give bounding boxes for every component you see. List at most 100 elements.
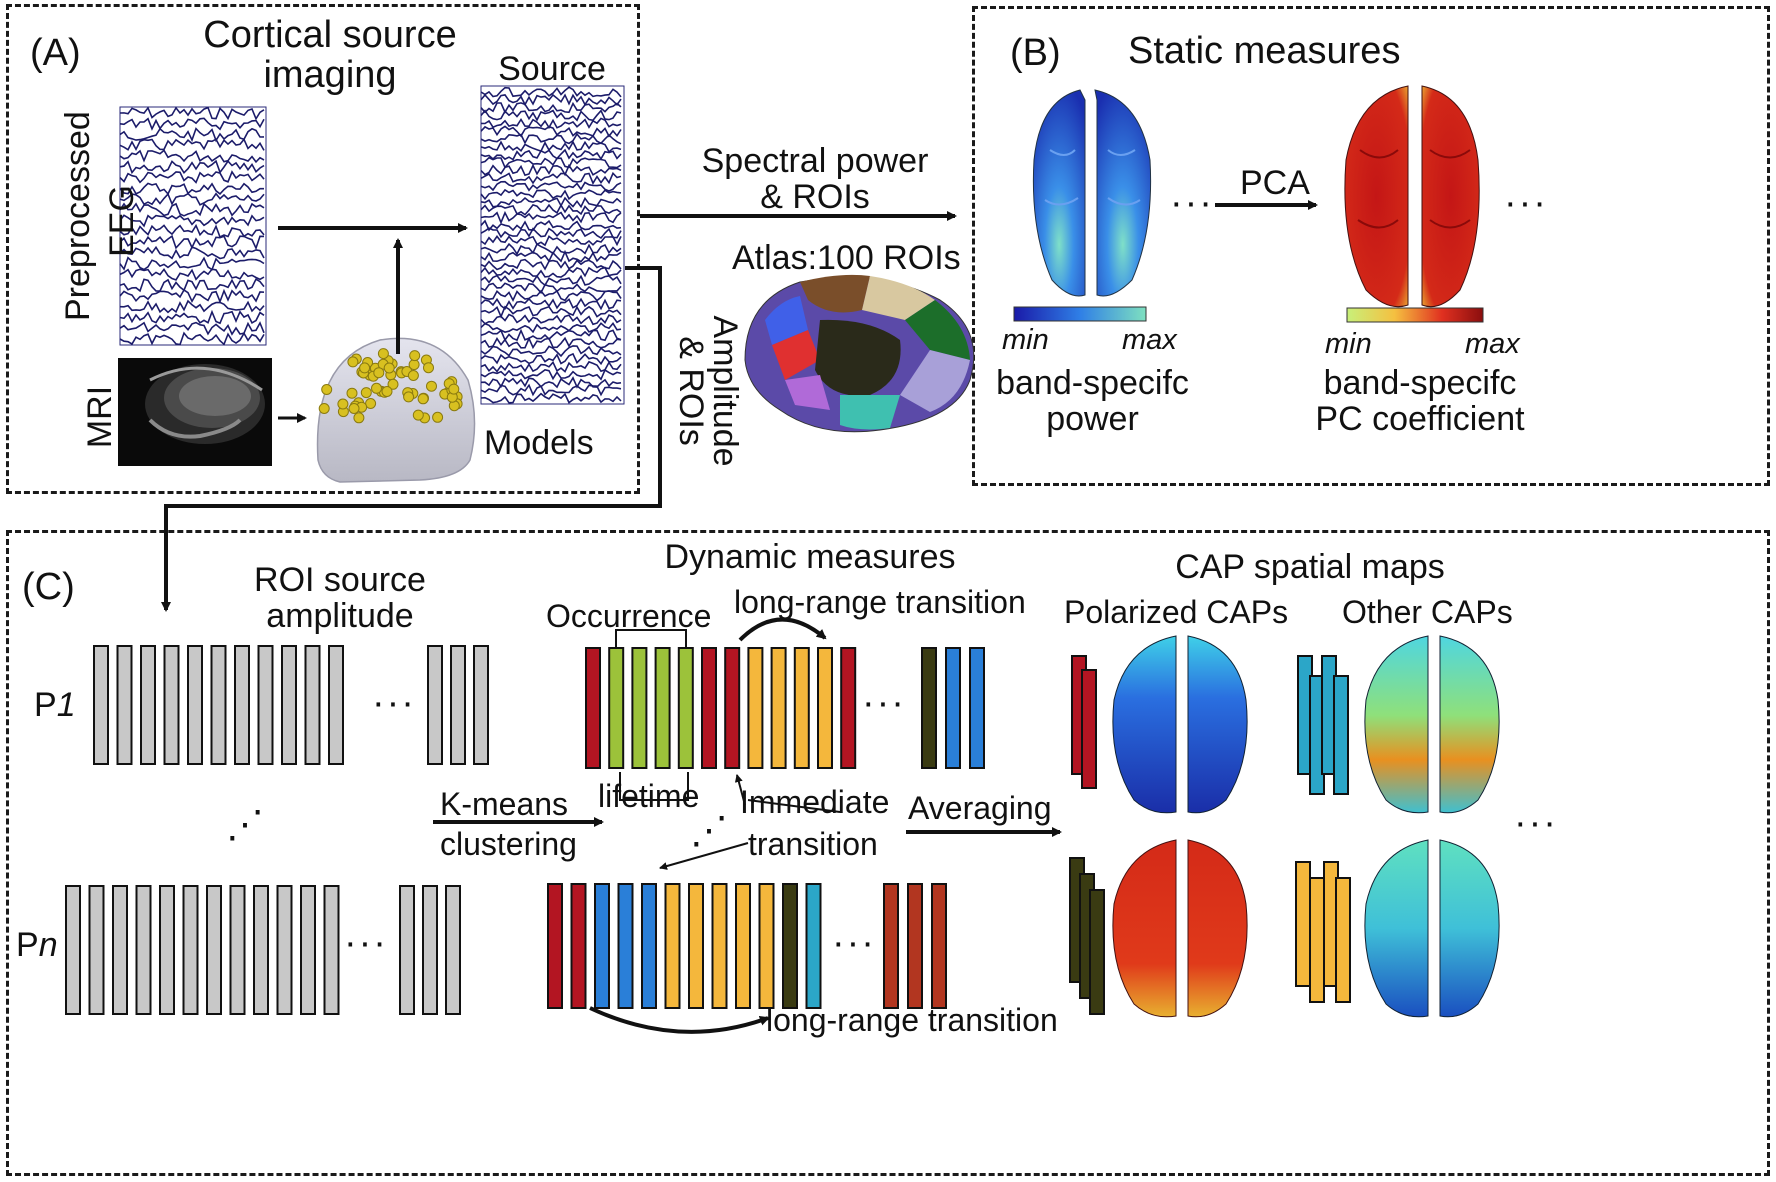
trace-line <box>480 109 622 122</box>
panel-a <box>6 4 640 494</box>
roi-bar <box>234 645 250 765</box>
state-bar <box>631 647 648 769</box>
state-bar <box>921 647 937 769</box>
trace-line <box>480 392 622 404</box>
trace-line <box>119 202 265 217</box>
roi-bar <box>450 645 466 765</box>
eeg-label-line2: EEG <box>103 185 141 257</box>
roi-bar <box>135 885 152 1015</box>
long-range-top-arc <box>738 617 827 642</box>
roi-bar <box>276 885 293 1015</box>
mri-label: MRI <box>81 385 119 449</box>
p1-label: P1 <box>34 688 76 722</box>
state-bar <box>677 647 694 769</box>
state-bar <box>594 883 610 1009</box>
p1-ellipsis: ··· <box>372 682 416 724</box>
electrode <box>381 386 393 397</box>
cbar1-max: max <box>1122 324 1177 356</box>
pc-label-line2: PC coefficient <box>1315 400 1525 438</box>
trace-line <box>119 268 265 281</box>
colorbar-pc <box>1346 307 1484 323</box>
long-range-bottom-label: long-range transition <box>766 1002 1058 1038</box>
roi-bar <box>206 885 222 1015</box>
trace-line <box>119 117 265 131</box>
state-bar <box>735 883 751 1009</box>
eeg-label-line1: Preprocessed <box>59 111 97 321</box>
source-traces <box>480 85 625 405</box>
roi-bar <box>445 885 461 1015</box>
dyn-p1-ellipsis: ··· <box>862 682 906 724</box>
roi-bar <box>210 645 227 765</box>
dynamic-title: Dynamic measures <box>664 538 956 576</box>
roi-bar <box>112 885 128 1015</box>
averaging-label: Averaging <box>908 790 1052 826</box>
roi-bar <box>159 885 175 1015</box>
trace-line <box>480 274 622 287</box>
trace-line <box>480 219 622 232</box>
state-bar <box>654 647 671 769</box>
panel-b-title: Static measures <box>1128 30 1401 72</box>
trace-line <box>119 127 265 143</box>
cap-brain-1 <box>1112 635 1248 814</box>
roi-bar <box>88 885 105 1015</box>
electrode <box>346 387 358 399</box>
long-range-bottom-arc <box>589 1006 770 1034</box>
lifetime-label: lifetime <box>598 778 700 814</box>
state-bar <box>701 647 717 769</box>
state-bar <box>570 883 587 1009</box>
immediate-pointer-top <box>734 774 746 806</box>
models-label: Models <box>484 424 594 462</box>
p1-suffix: 1 <box>56 686 76 724</box>
source-label: Source <box>498 50 606 88</box>
roi-bar <box>93 645 109 765</box>
trace-line <box>480 249 622 263</box>
roi-bar <box>328 645 344 765</box>
state-bar <box>641 883 657 1009</box>
cap-brain-4 <box>1364 839 1500 1018</box>
mri-image <box>118 358 272 466</box>
trace-line <box>480 258 622 271</box>
cap-bar <box>1295 861 1311 987</box>
trace-line <box>480 203 622 216</box>
occurrence-bracket <box>615 629 687 648</box>
atlas-label: Atlas:100 ROIs <box>732 239 961 277</box>
power-label-line2: power <box>1046 400 1139 438</box>
roi-bar <box>229 885 246 1015</box>
state-bar <box>782 883 798 1009</box>
electrode <box>359 362 371 374</box>
trace-line <box>480 305 622 319</box>
trace-line <box>480 266 622 278</box>
trace-line <box>119 299 265 314</box>
state-bar <box>711 883 728 1009</box>
electrode <box>448 383 460 395</box>
roi-bar <box>257 645 274 765</box>
panel-c <box>6 530 1770 1176</box>
panel-c-label: (C) <box>22 566 75 608</box>
electrode <box>423 362 434 374</box>
panel-b-ellipsis-1: ··· <box>1170 182 1214 224</box>
pn-ellipsis: ··· <box>344 922 388 964</box>
roi-bar <box>281 645 297 765</box>
panel-a-title-line2: imaging <box>263 54 397 96</box>
trace-line <box>119 331 265 346</box>
trace-line <box>480 352 622 366</box>
state-bar <box>547 883 563 1009</box>
trace-line <box>119 288 265 304</box>
electrode <box>371 382 382 394</box>
electrode <box>417 393 429 405</box>
pn-prefix: P <box>16 926 39 964</box>
long-range-top-label: long-range transition <box>734 584 1026 620</box>
head-model <box>316 337 476 483</box>
roi-bar <box>182 885 199 1015</box>
trace-line <box>480 313 622 326</box>
state-bar <box>907 883 923 1009</box>
trace-line <box>119 106 265 121</box>
spectral-label-line1: Spectral power <box>701 142 929 180</box>
cap-brain-2 <box>1364 635 1500 814</box>
state-bar <box>770 647 787 769</box>
vdots-left: ⋰ <box>226 804 264 846</box>
roi-bar <box>116 645 133 765</box>
state-bar <box>817 647 833 769</box>
lifetime-bracket <box>619 772 689 801</box>
cap-bar <box>1309 877 1325 1003</box>
